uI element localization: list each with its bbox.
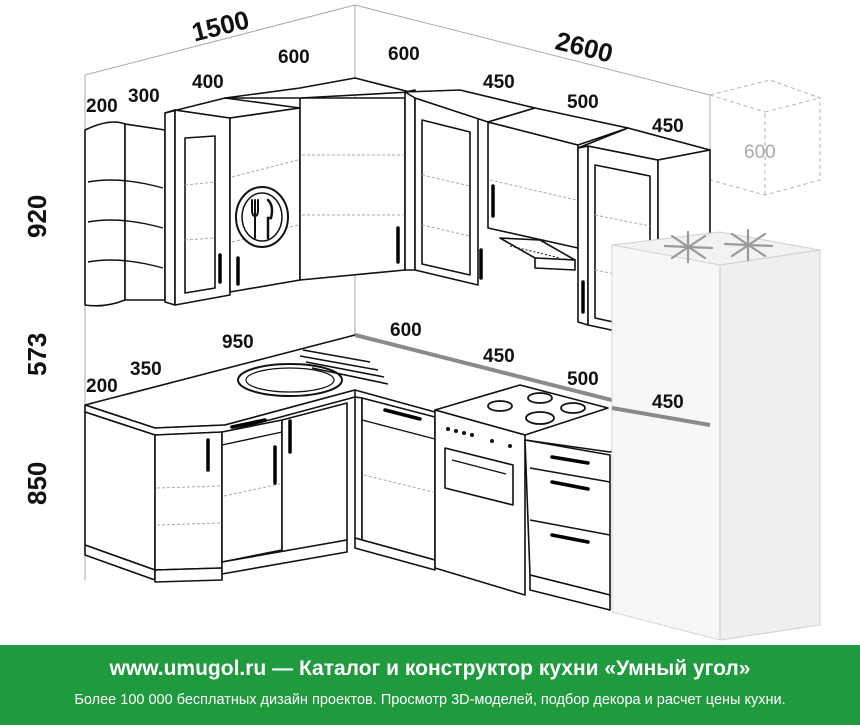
sink-icon [237,349,389,397]
footer-banner: www.umugol.ru — Каталог и конструктор ку… [0,645,860,725]
dim-height-upper: 920 [22,195,52,238]
upper-corner-cabinet [224,77,411,281]
dim-top-600a: 600 [278,47,310,68]
stove [434,384,609,596]
dim-bottom-500: 500 [567,369,599,390]
upper-cabinet-with-cutlery [229,107,301,293]
dim-bottom-fridge-450: 450 [652,392,684,413]
kitchen-diagram: 1500 2600 200 300 400 600 600 450 500 45… [22,4,821,641]
footer-subtitle: Более 100 000 бесплатных дизайн проектов… [74,692,786,708]
range-hood-icon [499,237,576,271]
fridge-snowflake-icon [663,228,774,264]
footer-title: www.umugol.ru — Каталог и конструктор ку… [0,657,860,681]
dim-top-600b: 600 [388,44,420,65]
dim-top-500: 500 [567,92,599,113]
dim-total-right: 2600 [553,25,616,68]
upper-glass-cabinet-middle [404,89,536,286]
dim-bottom-350: 350 [130,359,162,380]
upper-cabinets [84,77,711,341]
dim-bottom-950: 950 [222,332,254,353]
title-dash: — [272,657,294,680]
upper-glass-cabinet-left [164,97,301,306]
cutlery-plate-icon [235,186,289,248]
dim-bottom-450: 450 [483,346,515,367]
tagline: Каталог и конструктор кухни «Умный угол» [298,657,751,680]
dim-height-gap: 573 [22,333,52,376]
dim-height-lower: 850 [22,462,52,505]
dim-top-200: 200 [86,96,118,117]
dim-top-450b: 450 [652,116,684,137]
cooktop-icon [487,392,586,425]
dim-bottom-600: 600 [390,320,422,341]
base-cabinets [84,384,611,611]
oven-icon [444,427,514,506]
dim-top-300: 300 [128,86,160,107]
dim-top-450: 450 [483,72,515,93]
ghost-cabinet [709,79,821,196]
open-shelf-unit [84,121,166,307]
site-link[interactable]: www.umugol.ru [109,657,267,680]
dim-total-left: 1500 [189,4,252,47]
fridge [611,228,821,641]
dim-top-fridge-600: 600 [744,142,776,163]
dim-bottom-200: 200 [86,376,118,397]
dim-top-400: 400 [192,72,224,93]
